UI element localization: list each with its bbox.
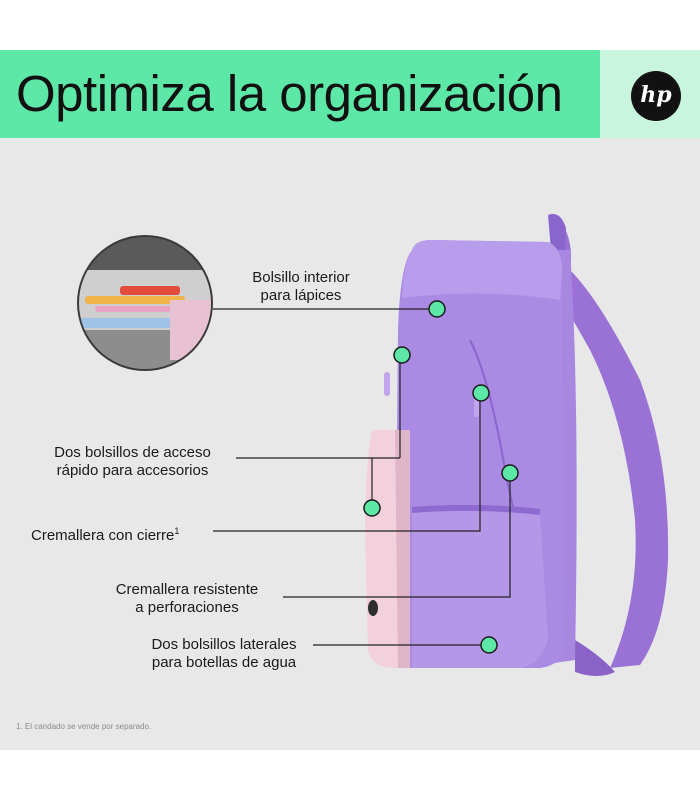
footnote: 1. El candado se vende por separado.	[16, 722, 152, 731]
top-panel	[402, 240, 562, 300]
shoulder-strap	[548, 215, 669, 668]
side-mesh-pocket	[412, 507, 548, 668]
hp-logo-icon: hp	[631, 71, 681, 121]
callout-puncture-zipper-line1: Cremallera resistente	[115, 581, 259, 598]
zipper-pull-front	[384, 372, 390, 396]
marker-pencil-pocket	[428, 300, 446, 318]
inner-pocket-view	[79, 237, 211, 369]
callout-lock-zipper-text: Cremallera con cierre	[31, 527, 175, 544]
callout-puncture-zipper-line2: a perforaciones	[135, 599, 239, 616]
hp-logo-text: hp	[640, 82, 672, 108]
callout-pencil-pocket: Bolsillo interior para lápices	[236, 269, 366, 305]
leader-puncture-zipper	[283, 475, 511, 598]
callout-side-pockets-line2: para botellas de agua	[151, 654, 297, 671]
marker-side-pockets	[480, 636, 498, 654]
strap-adjuster	[575, 640, 615, 676]
callout-lock-zipper-footnote-mark: 1	[174, 526, 180, 536]
marker-quick-pocket-top	[393, 346, 411, 364]
leader-lock-zipper	[213, 395, 481, 532]
callout-side-pockets: Dos bolsillos laterales para botellas de…	[134, 636, 314, 672]
callout-quick-pockets-line1: Dos bolsillos de acceso	[54, 444, 211, 461]
callout-pencil-pocket-line2: para lápices	[260, 287, 342, 304]
leader-quick-pockets	[236, 360, 401, 505]
callout-pencil-pocket-line1: Bolsillo interior	[252, 269, 350, 286]
callout-quick-pockets-line2: rápido para accesorios	[56, 462, 209, 479]
marker-lock-zipper	[472, 384, 490, 402]
callout-side-pockets-line1: Dos bolsillos laterales	[151, 636, 297, 653]
marker-quick-pocket-bottom	[363, 499, 381, 517]
mesh-pocket-rim	[411, 504, 541, 515]
logo-badge	[368, 600, 378, 616]
callout-puncture-zipper: Cremallera resistente a perforaciones	[97, 581, 277, 617]
callout-lock-zipper: Cremallera con cierre1	[31, 522, 179, 545]
callout-quick-pockets: Dos bolsillos de acceso rápido para acce…	[30, 444, 235, 480]
marker-puncture-zipper	[501, 464, 519, 482]
title-banner	[0, 50, 600, 138]
front-pocket-shadow	[395, 430, 410, 668]
page-title: Optimiza la organización	[16, 65, 563, 122]
